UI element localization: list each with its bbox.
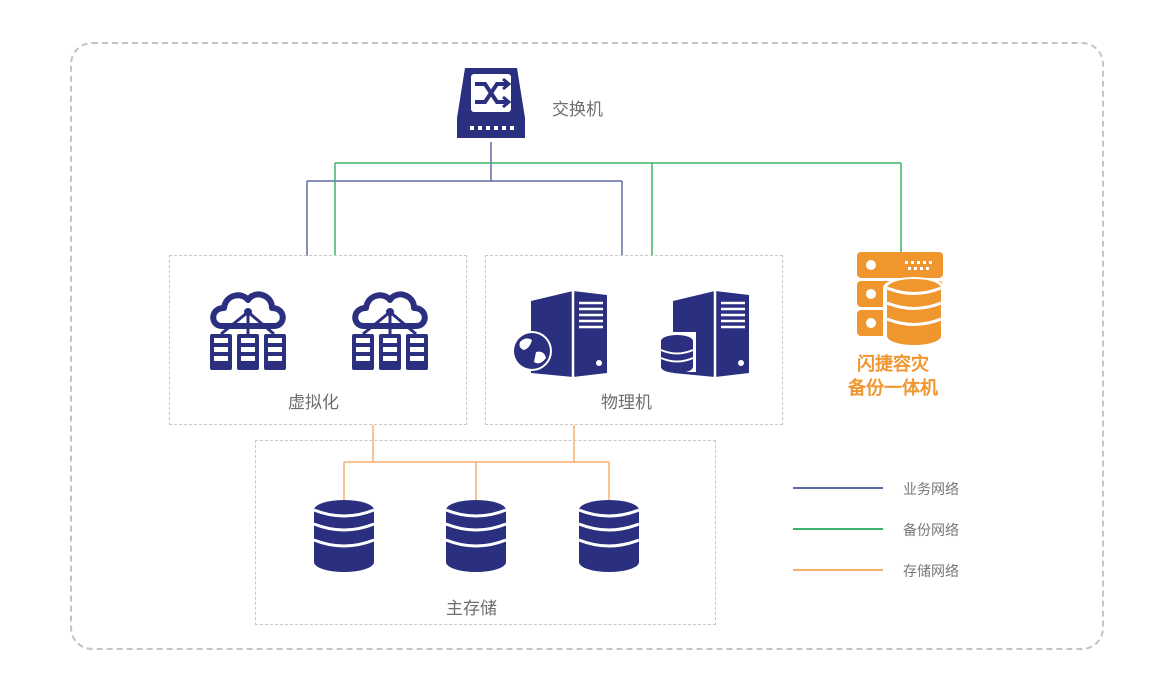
database-server-icon [658, 289, 751, 379]
cloud-server-icon [210, 294, 286, 370]
database-icon [444, 498, 508, 574]
business-network-lines [306, 142, 623, 256]
legend-line-backup [793, 528, 883, 530]
physical-box [485, 255, 783, 425]
storage-network-lines [343, 425, 610, 500]
virtualization-box [169, 255, 467, 425]
switch-label: 交换机 [552, 100, 603, 120]
dr-title-line2: 备份一体机 [848, 378, 938, 399]
network-switch-icon [457, 68, 525, 138]
web-server-icon [512, 289, 609, 379]
cloud-server-icon [352, 294, 428, 370]
legend-label-backup: 备份网络 [903, 523, 959, 539]
database-icon [577, 498, 641, 574]
legend-line-storage [793, 569, 883, 571]
legend-label-business: 业务网络 [903, 482, 959, 498]
physical-label: 物理机 [601, 393, 652, 413]
storage-box [255, 440, 716, 625]
legend-line-business [793, 487, 883, 489]
virtualization-label: 虚拟化 [288, 393, 339, 413]
storage-label: 主存储 [446, 599, 497, 619]
backup-network-lines [334, 162, 902, 256]
legend-label-storage: 存储网络 [903, 564, 959, 580]
database-icon [312, 498, 376, 574]
dr-title-line1: 闪捷容灾 [857, 354, 929, 375]
backup-appliance-icon [857, 252, 945, 349]
diagram-frame [70, 42, 1104, 650]
